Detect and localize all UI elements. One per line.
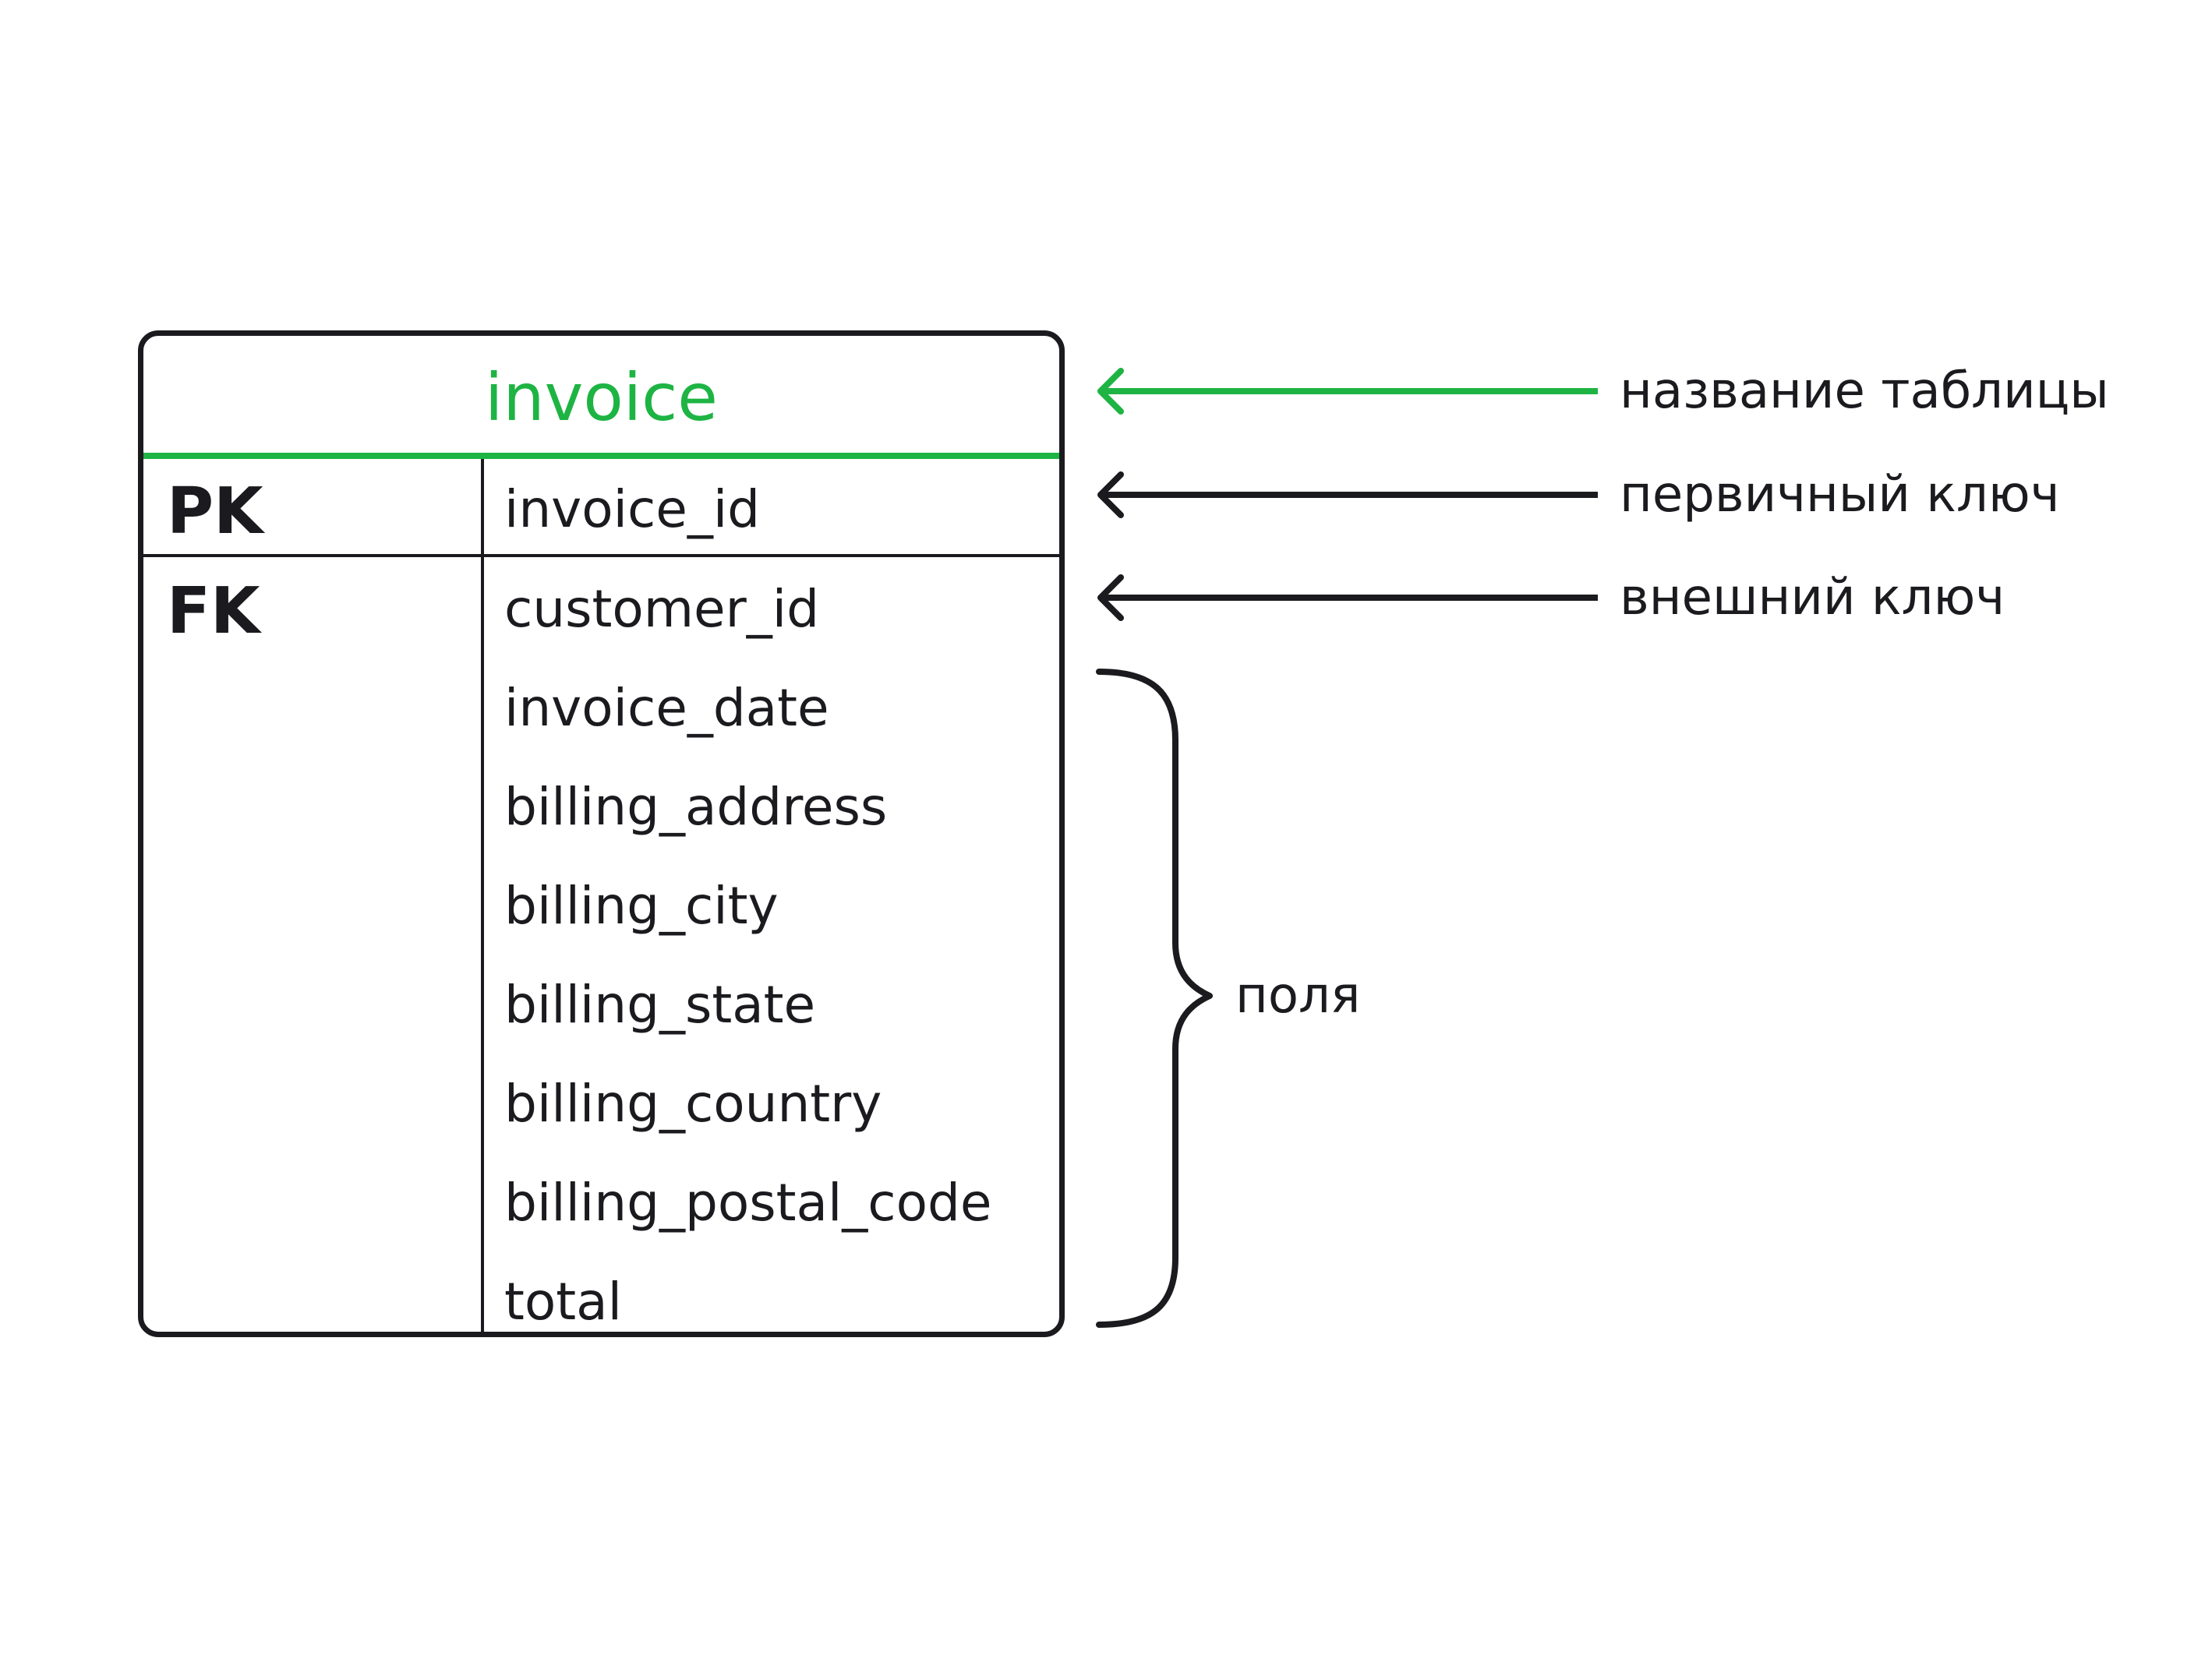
fk-field: customer_id [504,579,820,639]
foreign-key-annotation: внешний ключ [1620,569,2005,627]
fields-brace [1096,669,1213,1328]
table-title: invoice [485,358,718,436]
fk-label: FK [167,574,260,648]
title-divider [143,453,1059,459]
primary-key-annotation: первичный ключ [1620,466,2060,524]
column-divider [481,459,484,1332]
field-item: billing_address [504,777,888,837]
pk-row-divider [143,554,1059,557]
field-item: billing_postal_code [504,1173,992,1233]
pk-field: invoice_id [504,479,761,539]
fields-annotation: поля [1235,967,1361,1025]
table-name-annotation: название таблицы [1620,362,2109,420]
field-item: invoice_date [504,678,829,738]
field-item: billing_city [504,876,779,936]
table-name-arrow [1097,368,1598,415]
field-item: total [504,1272,622,1332]
field-item: billing_country [504,1074,882,1134]
foreign-key-arrow [1097,574,1598,621]
primary-key-arrow [1097,471,1598,518]
pk-label: PK [167,475,263,549]
field-item: billing_state [504,975,816,1035]
invoice-table: invoice PK invoice_id FK customer_id inv… [138,330,1065,1337]
